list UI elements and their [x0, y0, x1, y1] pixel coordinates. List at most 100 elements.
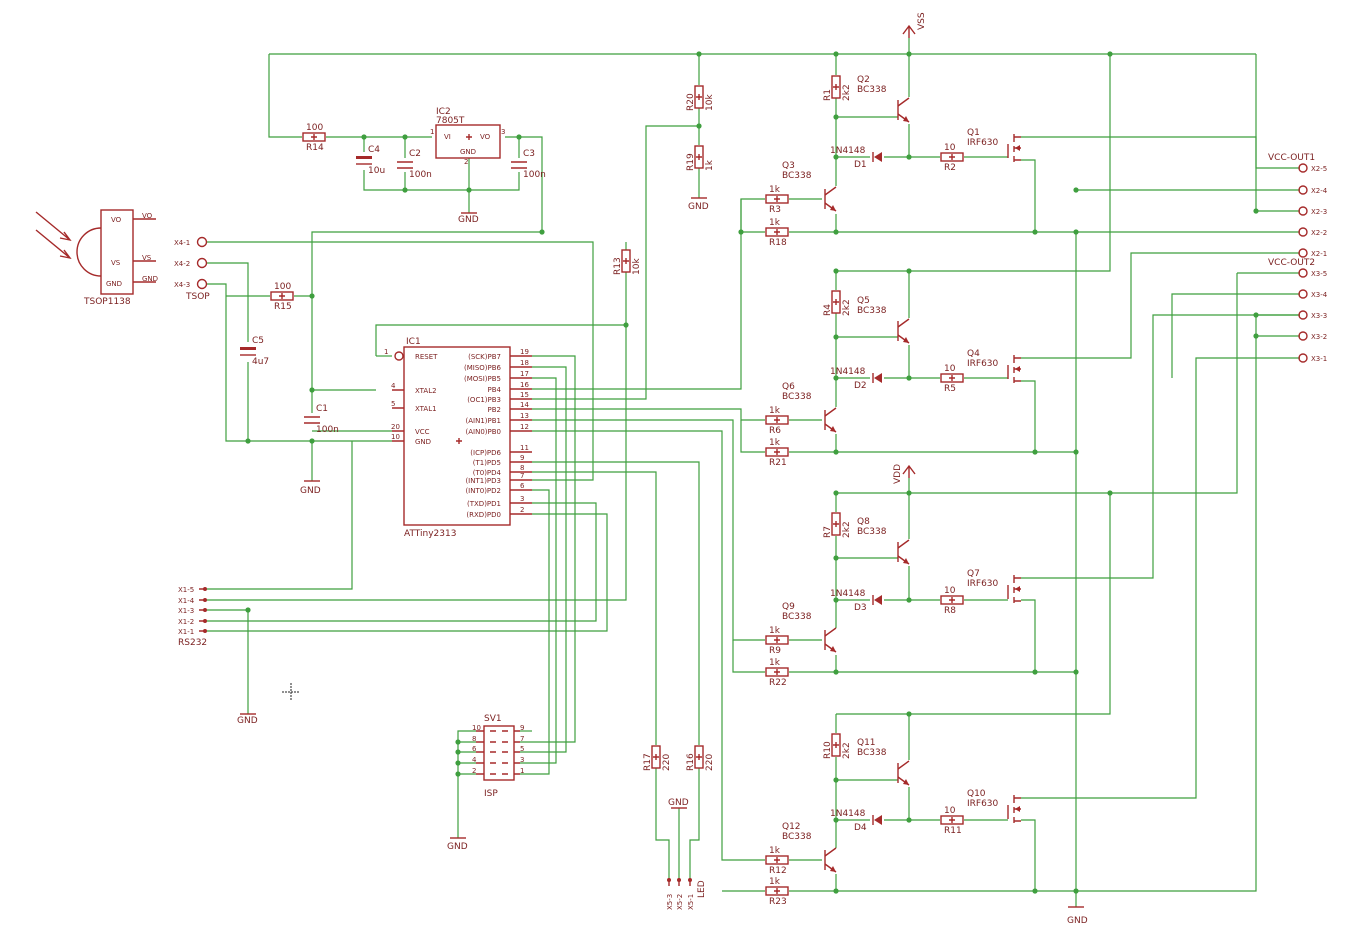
- resistor-name: R21: [769, 458, 787, 468]
- gnd-label: GND: [300, 486, 321, 496]
- resistor-name: R23: [769, 897, 787, 907]
- x3-pin-5: X3-5: [1311, 270, 1327, 278]
- ic1-pin-number: 16: [520, 381, 529, 389]
- x4-pin-2: X4-2: [174, 260, 190, 268]
- resistor-value: 220: [662, 754, 672, 771]
- tsop1138-receiver: VO VS GND VO VS GND TSOP1138: [35, 209, 158, 307]
- transistor-value: BC338: [782, 171, 812, 181]
- ic1-pin-number: 3: [520, 495, 524, 503]
- sv1-pin-number: 3: [520, 756, 524, 764]
- x1-pin-5: X1-5: [178, 586, 194, 594]
- mosfet-value: IRF630: [967, 138, 999, 148]
- resistor-value: 100: [306, 123, 323, 133]
- x2-connector: X2-5 X2-4 X2-3 X2-2 X2-1 VCC-OUT1: [1268, 153, 1328, 258]
- resistor-value: 10: [944, 806, 956, 816]
- gnd-symbol: GND: [668, 798, 689, 809]
- ic2-pin2: 2: [464, 158, 468, 166]
- ic2-vo: VO: [480, 133, 491, 141]
- sv1-pin-number: 1: [520, 767, 524, 775]
- x1-pin-2: X1-2: [178, 618, 194, 626]
- transistor-value: BC338: [782, 612, 812, 622]
- vss-label: VSS: [917, 12, 927, 30]
- ic1-pin-number: 15: [520, 391, 529, 399]
- capacitor-value: 100n: [523, 170, 546, 180]
- ic1-pin-label: (OC1)PB3: [467, 396, 501, 404]
- ic2-pin3: 3: [501, 128, 505, 136]
- gnd-label: GND: [1067, 916, 1088, 926]
- ic1-pin-number: 4: [391, 382, 396, 390]
- ic1-pin-label: VCC: [415, 428, 430, 436]
- ic1-pin-number: 6: [520, 482, 525, 490]
- x5-pin-3: X5-3: [666, 894, 674, 910]
- x1-pin-1: X1-1: [178, 628, 194, 636]
- sv1-pin-number: 5: [520, 745, 524, 753]
- ic1-right-pins: (SCK)PB719(MISO)PB618(MOSI)PB517PB416(OC…: [464, 348, 529, 519]
- gnd-label: GND: [668, 798, 689, 808]
- gnd-symbol: GND: [688, 197, 709, 212]
- resistor-name: R19: [686, 153, 696, 171]
- transistor-name: Q12: [782, 822, 801, 832]
- sv1-pin-number: 8: [472, 735, 476, 743]
- resistor-name: R9: [769, 646, 781, 656]
- x2-label: VCC-OUT1: [1268, 153, 1315, 163]
- x5-led-connector: X5-3 X5-2 X5-1 LED: [666, 878, 707, 910]
- x4-connector: X4-1 X4-2 X4-3 TSOP: [174, 236, 210, 302]
- x3-label: VCC-OUT2: [1268, 258, 1315, 268]
- transistor-value: BC338: [782, 832, 812, 842]
- tsop-net-gnd: GND: [142, 275, 158, 283]
- resistor-value: 1k: [769, 626, 781, 636]
- resistor-name: R4: [823, 304, 833, 316]
- ic1-pin-number: 11: [520, 444, 529, 452]
- crosshair-cursor-icon: [282, 683, 300, 701]
- sv1-pin-number: 9: [520, 724, 524, 732]
- tsop-name: TSOP1138: [83, 297, 131, 307]
- resistor-name: R5: [944, 384, 956, 394]
- resistor-name: R13: [613, 257, 623, 275]
- gnd-symbol: GND: [447, 837, 468, 852]
- resistor-name: R20: [686, 93, 696, 111]
- ic1-pin-label: (AIN0)PB0: [466, 428, 501, 436]
- resistor-value: 2k2: [842, 521, 852, 538]
- ic1-pin-label: (TXD)PD1: [467, 500, 501, 508]
- x2-pin-1: X2-1: [1311, 250, 1327, 258]
- ic2-value: 7805T: [436, 116, 465, 126]
- x4-pin-3: X4-3: [174, 281, 190, 289]
- tsop-pin-vs: VS: [111, 259, 121, 267]
- junctions: [245, 51, 1259, 894]
- diode-value: 1N4148: [830, 809, 866, 819]
- ic1-pin-label: (INT1)PD3: [465, 477, 501, 485]
- ic1-pin-number: 19: [520, 348, 529, 356]
- ic1-pin-number: 5: [391, 400, 395, 408]
- resistor-value: 1k: [769, 846, 781, 856]
- capacitor-value: 4u7: [252, 357, 269, 367]
- capacitor-value: 100n: [316, 425, 339, 435]
- ic1-pin-number: 10: [391, 433, 400, 441]
- ic2-name: IC2: [436, 107, 451, 117]
- capacitor-name: C2: [409, 149, 421, 159]
- transistor-value: BC338: [857, 748, 887, 758]
- x3-pin-2: X3-2: [1311, 333, 1327, 341]
- ic1-pin-label: GND: [415, 438, 431, 446]
- ic1-pin-label: (AIN1)PB1: [466, 417, 501, 425]
- x1-label: RS232: [178, 638, 207, 648]
